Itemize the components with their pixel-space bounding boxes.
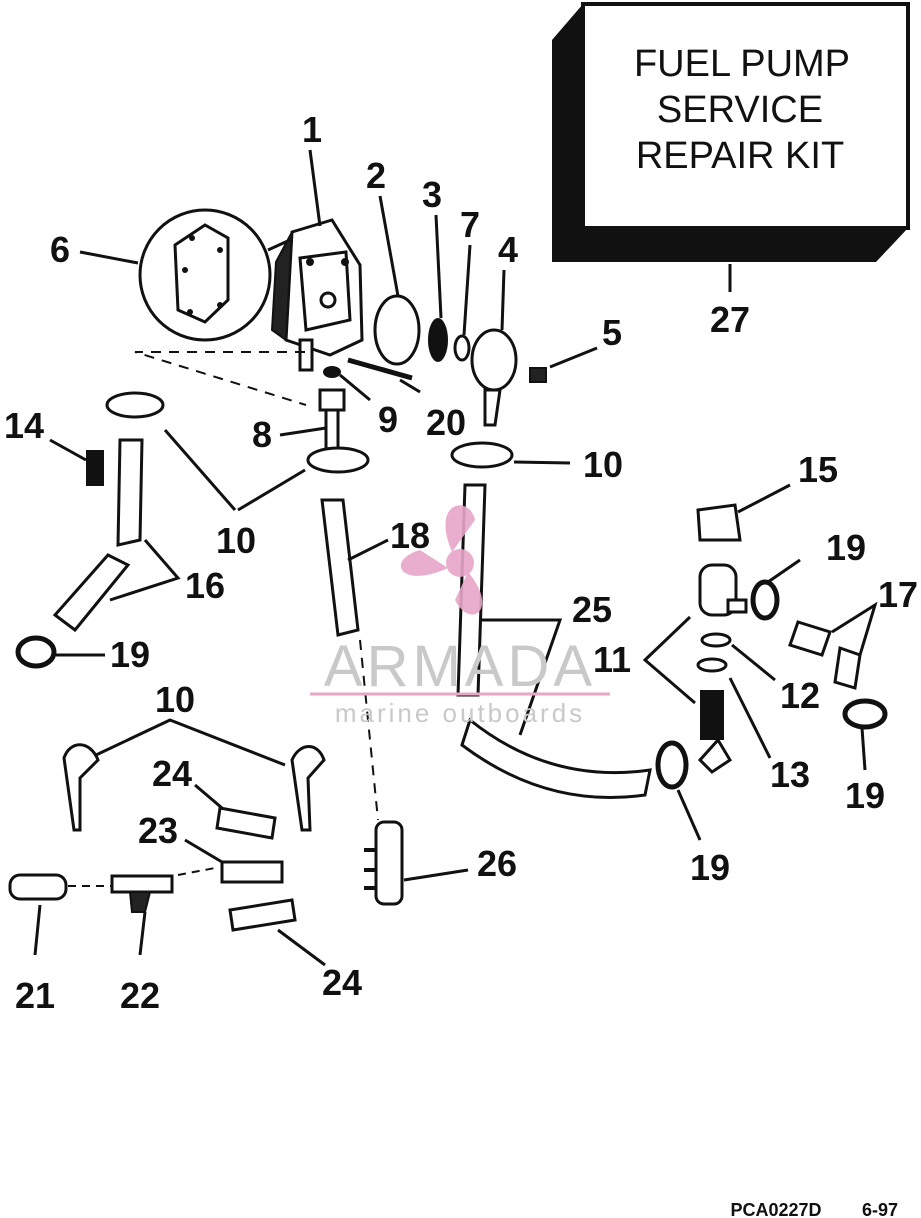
watermark-tagline: marine outboards — [335, 698, 585, 728]
callout-10-center: 10 — [216, 520, 256, 561]
figure-code: PCA0227D — [730, 1200, 821, 1218]
callout-6: 6 — [50, 229, 70, 270]
callout-21: 21 — [15, 975, 55, 1016]
hose-17 — [788, 601, 878, 690]
callout-24-lower: 24 — [322, 962, 362, 1003]
callout-25: 25 — [572, 589, 612, 630]
callout-2: 2 — [366, 155, 386, 196]
clip-right-upper — [750, 558, 801, 621]
repair-kit-box: FUEL PUMP SERVICE REPAIR KIT — [552, 2, 910, 292]
filter-element — [697, 690, 733, 774]
filter-bracket — [696, 483, 791, 542]
diaphragm-ring — [373, 195, 421, 366]
armada-watermark: ARMADA marine outboards — [310, 505, 610, 728]
clamp-lower-left — [62, 743, 100, 832]
primer-cap — [8, 873, 68, 956]
diaphragm-gasket — [428, 214, 448, 362]
small-o-ring — [453, 244, 472, 362]
tee-fitting — [110, 874, 174, 956]
pump-cover — [470, 269, 518, 427]
callout-16: 16 — [185, 565, 225, 606]
callout-10-upper-right: 10 — [583, 444, 623, 485]
short-hose-23 — [184, 838, 284, 884]
callout-15: 15 — [798, 449, 838, 490]
clip-bottom-center — [655, 740, 702, 841]
callout-12: 12 — [780, 675, 820, 716]
callout-23: 23 — [138, 810, 178, 851]
callout-19-left: 19 — [110, 634, 150, 675]
callout-14: 14 — [4, 405, 44, 446]
callout-3: 3 — [422, 174, 442, 215]
callout-13: 13 — [770, 754, 810, 795]
pump-fitting — [279, 366, 371, 452]
filter-o-ring-13 — [696, 657, 772, 759]
callout-20: 20 — [426, 402, 466, 443]
fuel-pump-body — [270, 149, 364, 372]
callout-19-bottom: 19 — [690, 847, 730, 888]
callout-19-lower-right: 19 — [845, 775, 885, 816]
callout-4: 4 — [498, 229, 518, 270]
callout-24-upper: 24 — [152, 753, 192, 794]
long-screw — [347, 357, 421, 394]
gasket-detail — [79, 208, 291, 342]
clip-right-lower — [842, 698, 888, 771]
callout-labels: 1 2 3 7 4 5 6 27 14 8 9 20 10 10 15 18 1… — [4, 109, 918, 1016]
hose-left-lower — [52, 553, 131, 633]
hose-left-upper — [116, 438, 144, 547]
callout-17: 17 — [878, 574, 918, 615]
kit-title-line2: SERVICE — [657, 89, 823, 131]
hose-clamp-upper-right — [450, 441, 571, 469]
callout-10-lower: 10 — [155, 679, 195, 720]
kit-title-line3: REPAIR KIT — [636, 135, 844, 177]
hose-long — [320, 498, 389, 821]
callout-1: 1 — [302, 109, 322, 150]
cover-screw — [529, 346, 598, 383]
callout-5: 5 — [602, 312, 622, 353]
hose-clamp-center — [306, 446, 370, 474]
callout-8: 8 — [252, 414, 272, 455]
kit-title-line1: FUEL PUMP — [634, 43, 850, 85]
callout-9: 9 — [378, 399, 398, 440]
callout-19-upper-right: 19 — [826, 527, 866, 568]
clamp-lower-right — [290, 745, 326, 832]
fuel-manifold — [364, 820, 469, 906]
short-hose-24-upper — [194, 783, 277, 840]
callout-7: 7 — [460, 204, 480, 245]
callout-26: 26 — [477, 843, 517, 884]
callout-18: 18 — [390, 515, 430, 556]
spring — [49, 438, 104, 486]
figure-date: 6-97 — [862, 1200, 898, 1218]
filter-bowl — [698, 563, 748, 617]
callout-11: 11 — [593, 639, 631, 680]
clip-left — [15, 635, 105, 669]
callout-22: 22 — [120, 975, 160, 1016]
callout-27: 27 — [710, 299, 750, 340]
short-hose-24-lower — [228, 898, 326, 967]
filter-o-ring-12 — [700, 632, 776, 682]
watermark-brand: ARMADA — [324, 634, 596, 699]
propeller-icon — [400, 505, 483, 615]
hose-clamp-upper-left — [105, 391, 165, 419]
